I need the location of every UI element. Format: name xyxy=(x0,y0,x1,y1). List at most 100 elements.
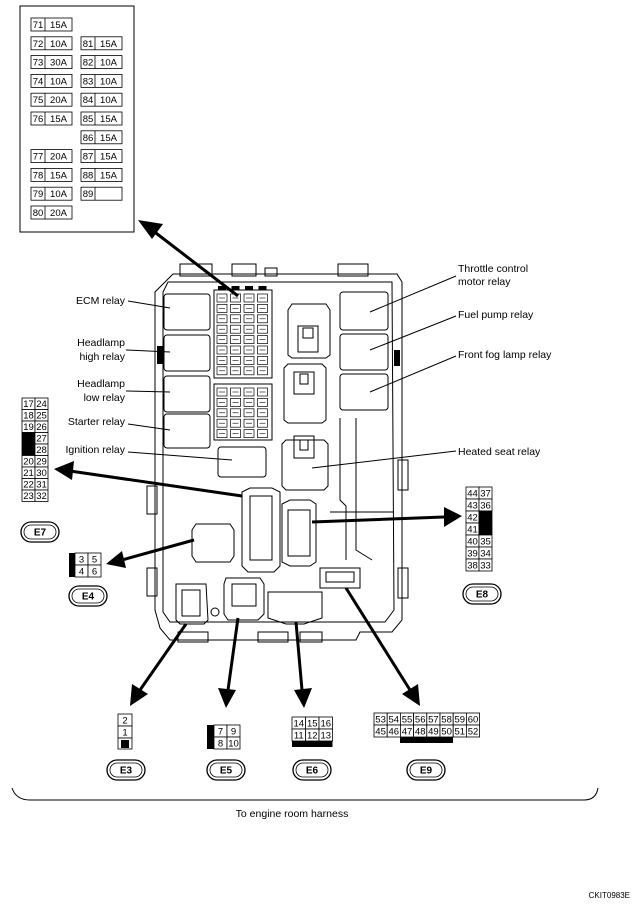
terminal-number: 46 xyxy=(389,727,400,738)
fuse-slot xyxy=(257,408,268,418)
fuse-slot xyxy=(243,324,255,334)
fuse-slot xyxy=(216,398,228,407)
fuse-amperage: 30A xyxy=(50,58,68,69)
headlamp-low-label-2: low relay xyxy=(84,392,126,404)
terminal-number: 45 xyxy=(375,727,386,738)
terminal-number: 56 xyxy=(415,715,426,726)
fuse-number: 72 xyxy=(33,39,44,50)
fuse-number: 74 xyxy=(33,76,44,87)
terminal-number: 50 xyxy=(441,727,452,738)
terminal-cell xyxy=(478,522,493,536)
terminal-number: 18 xyxy=(23,411,34,422)
terminal-number: 24 xyxy=(36,399,47,410)
fuse-number: 84 xyxy=(83,95,94,106)
fuse-number: 87 xyxy=(83,152,94,163)
connector-name: E9 xyxy=(420,766,433,777)
terminal-number: 14 xyxy=(293,719,304,730)
fuse-slot xyxy=(243,418,255,428)
fuse-slot xyxy=(257,304,268,313)
fuse-amperage: 15A xyxy=(100,133,118,144)
fuse-table-arrow xyxy=(138,220,239,298)
fuse-slot xyxy=(216,293,228,303)
terminal-number: 9 xyxy=(231,727,236,738)
fuse-slot xyxy=(216,366,228,376)
fuse-amperage: 20A xyxy=(50,95,68,106)
fuse-entry: 87 15A xyxy=(80,149,123,164)
terminal-number: 58 xyxy=(441,715,452,726)
fuse-slot xyxy=(243,356,255,365)
fuse-slot xyxy=(257,324,268,334)
terminal-cell xyxy=(34,489,49,502)
connector-oval-e9: E9 xyxy=(406,759,446,781)
fuse-amperage: 15A xyxy=(100,114,118,125)
fuse-number: 81 xyxy=(83,39,94,50)
terminal-number: 26 xyxy=(36,422,47,433)
fuse-slot xyxy=(257,418,268,428)
fuse-slot xyxy=(230,356,241,365)
terminal-number: 59 xyxy=(455,715,466,726)
fuse-number: 71 xyxy=(33,20,44,31)
terminal-number: 39 xyxy=(467,549,478,560)
connector-oval-e3: E3 xyxy=(106,759,146,781)
terminal-number: 21 xyxy=(23,468,34,479)
terminal-number: 48 xyxy=(415,727,426,738)
terminal-number: 28 xyxy=(36,445,47,456)
terminal-number: 12 xyxy=(307,731,318,742)
fuse-number: 85 xyxy=(83,114,94,125)
fuel-pump-label: Fuel pump relay xyxy=(458,309,534,321)
terminal-number: 41 xyxy=(467,525,478,536)
terminal-number: 8 xyxy=(218,739,223,750)
fuse-number: 77 xyxy=(33,152,44,163)
fuse-slot xyxy=(230,304,241,313)
fuse-number: 80 xyxy=(33,208,44,219)
fuse-slot xyxy=(257,335,268,344)
terminal-number: 2 xyxy=(122,716,127,727)
relay-box xyxy=(146,263,409,643)
fuse-slot xyxy=(216,335,228,344)
fuse-slot xyxy=(243,304,255,313)
heated-seat-label: Heated seat relay xyxy=(458,446,541,458)
terminal-cell xyxy=(21,443,36,456)
fuse-slot xyxy=(216,324,228,334)
fuse-slot xyxy=(216,304,228,313)
terminal-number: 43 xyxy=(467,501,478,512)
terminal-number: 4 xyxy=(79,567,84,578)
fuse-number: 76 xyxy=(33,114,44,125)
relay-labels: ECM relay Headlamp high relay Headlamp l… xyxy=(65,263,552,458)
fuse-slot xyxy=(243,387,255,397)
fuse-amperage: 15A xyxy=(100,39,118,50)
fuse-amperage: 15A xyxy=(50,114,68,125)
fuse-slot xyxy=(243,293,255,303)
fuse-number: 79 xyxy=(33,189,44,200)
fuse-slot xyxy=(257,345,268,355)
terminal-number: 47 xyxy=(402,727,413,738)
terminal-number: 55 xyxy=(402,715,413,726)
fuse-amperage: 15A xyxy=(50,20,68,31)
fuse-amperage: 15A xyxy=(100,152,118,163)
fuse-entry: 72 10A xyxy=(30,36,73,51)
fuse-slot xyxy=(243,335,255,344)
terminal-number: 27 xyxy=(36,434,47,445)
fuse-slot xyxy=(230,314,241,324)
fuse-slot xyxy=(216,345,228,355)
terminal-number: 42 xyxy=(467,513,478,524)
terminal-number: 34 xyxy=(480,549,491,560)
front-fog-label: Front fog lamp relay xyxy=(458,349,552,361)
terminal-number: 44 xyxy=(467,489,478,500)
fuse-amperage: 10A xyxy=(50,39,68,50)
terminal-number: 37 xyxy=(480,489,491,500)
terminal-number: 11 xyxy=(294,731,304,742)
terminal-cell xyxy=(465,724,480,738)
terminal-number: 36 xyxy=(480,501,491,512)
